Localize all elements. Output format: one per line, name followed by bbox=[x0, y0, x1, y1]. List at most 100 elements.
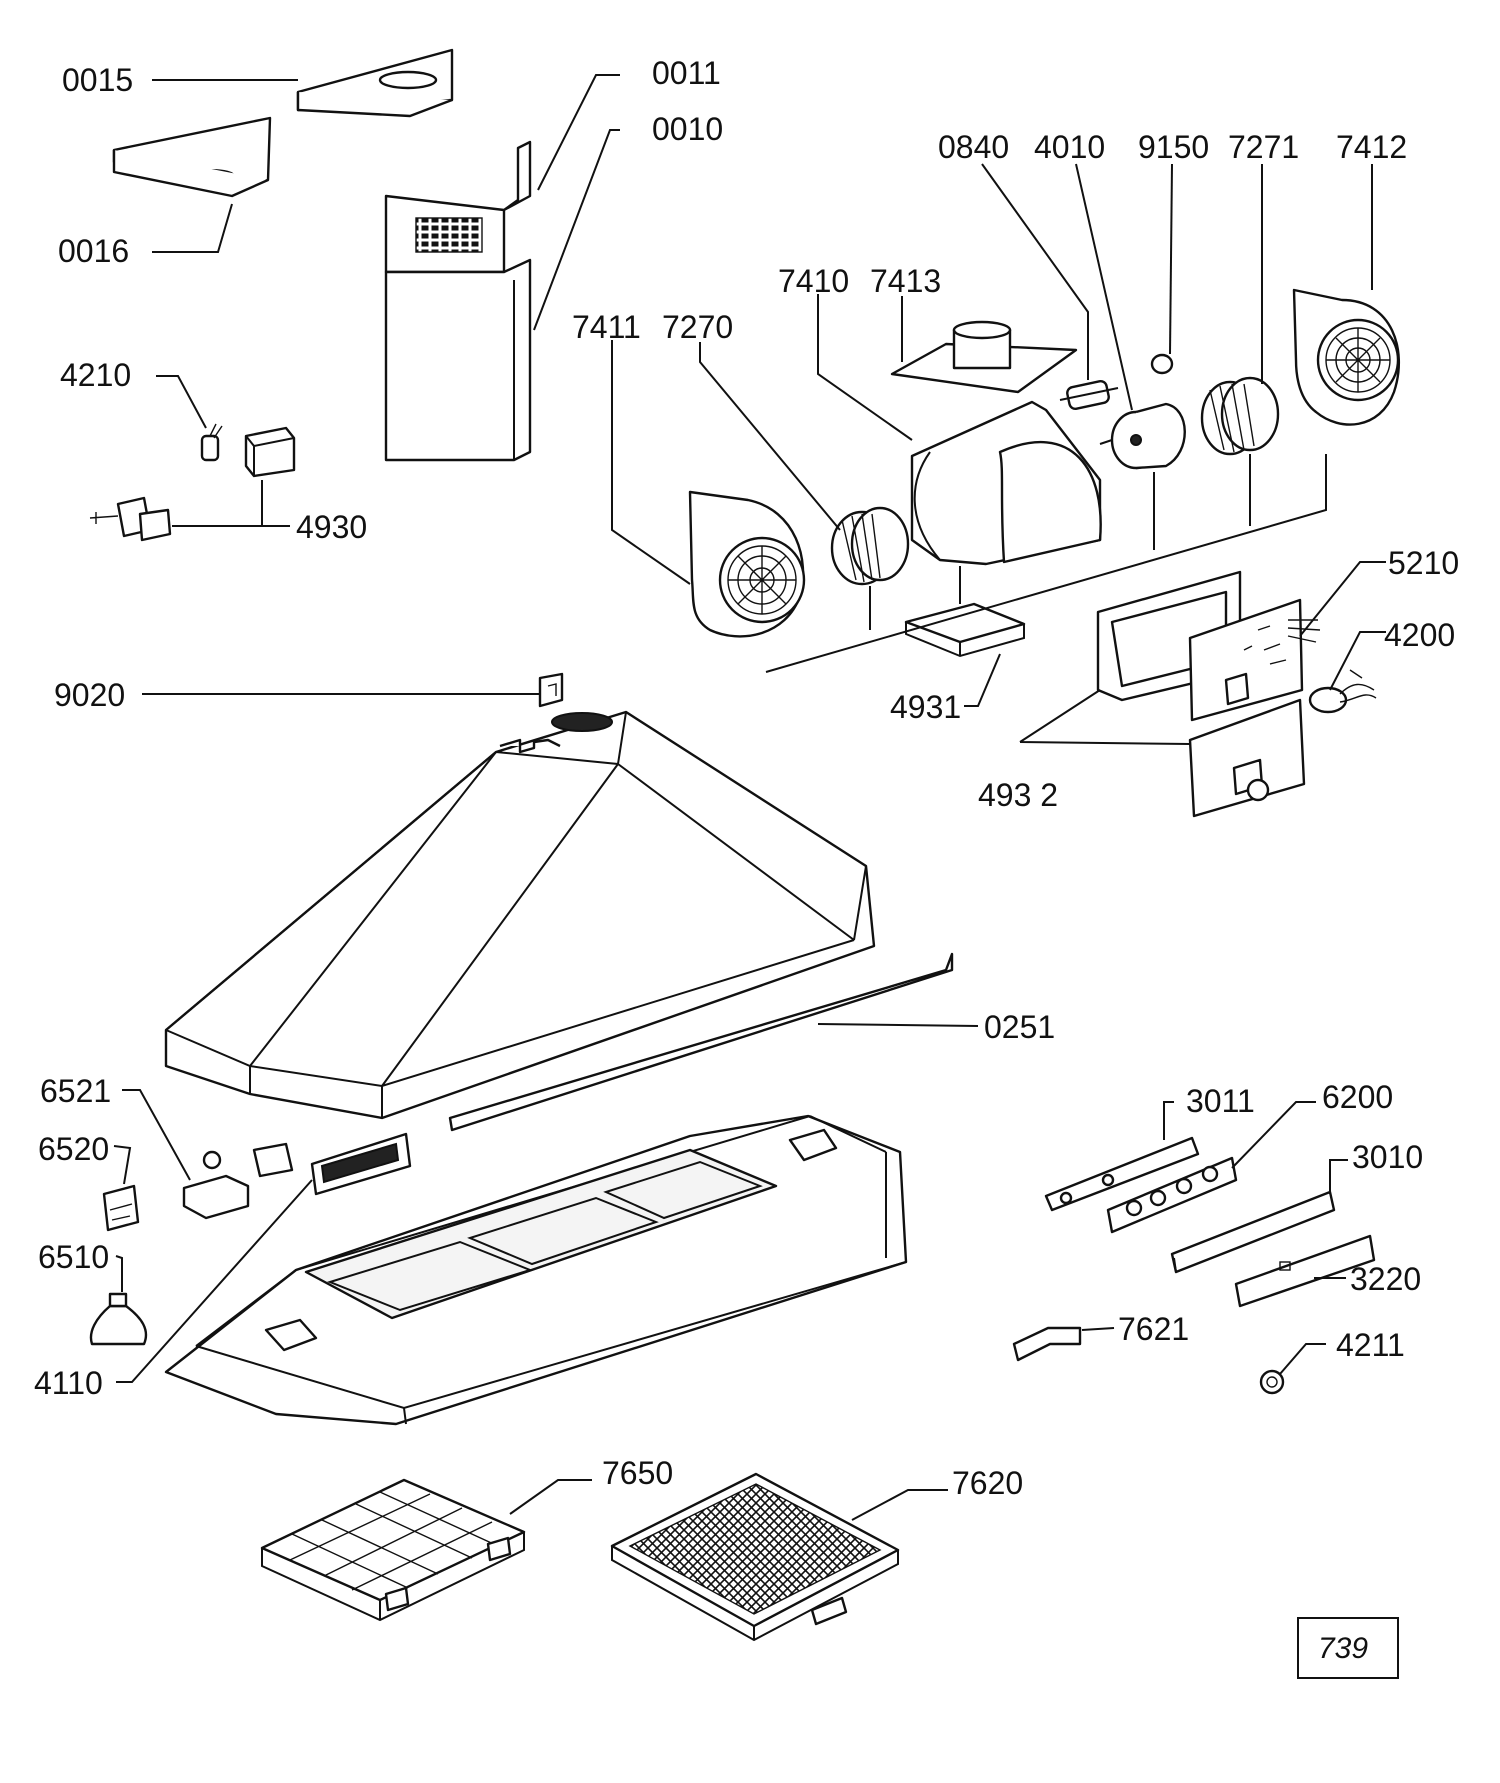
label-0840: 0840 bbox=[938, 129, 1009, 165]
label-4200: 4200 bbox=[1384, 617, 1455, 653]
deflector-0015 bbox=[296, 48, 454, 118]
label-6200: 6200 bbox=[1322, 1079, 1393, 1115]
leader-0251 bbox=[817, 1023, 979, 1027]
switch-housing-3010 bbox=[1170, 1190, 1336, 1274]
label-7650: 7650 bbox=[602, 1455, 673, 1491]
leader-0840 bbox=[981, 163, 1089, 380]
label-4110: 4110 bbox=[34, 1365, 103, 1401]
fan-scroll-7411 bbox=[688, 490, 806, 638]
label-4930: 4930 bbox=[296, 509, 367, 545]
leader-0010 bbox=[533, 129, 620, 331]
terminal-block-4110 bbox=[310, 1132, 412, 1196]
label-7410: 7410 bbox=[778, 263, 849, 299]
leader-7621 bbox=[1081, 1327, 1115, 1331]
label-9150: 9150 bbox=[1138, 129, 1209, 165]
leader-3010 bbox=[1329, 1159, 1348, 1194]
leader-4932 bbox=[1019, 689, 1191, 745]
label-7411: 7411 bbox=[572, 309, 641, 345]
label-4932: 493 2 bbox=[978, 777, 1058, 813]
chimney-upper-0011 bbox=[384, 140, 532, 274]
leader-4211 bbox=[1279, 1343, 1326, 1375]
label-7270: 7270 bbox=[662, 309, 733, 345]
switch-strip-3011 bbox=[1044, 1136, 1200, 1212]
motor-housing-7410 bbox=[910, 400, 1102, 566]
leader-7620 bbox=[851, 1489, 948, 1521]
leader-0011 bbox=[537, 74, 620, 191]
leader-0016 bbox=[152, 203, 233, 253]
leader-7650 bbox=[509, 1479, 592, 1515]
label-5210: 5210 bbox=[1388, 545, 1459, 581]
capacitor-4210 bbox=[200, 423, 223, 462]
filter-housing-base bbox=[164, 1114, 908, 1426]
label-4931: 4931 bbox=[890, 689, 961, 725]
label-0251: 0251 bbox=[984, 1009, 1055, 1045]
leader-7411 bbox=[611, 340, 691, 585]
label-7271: 7271 bbox=[1228, 129, 1299, 165]
label-7412: 7412 bbox=[1336, 129, 1407, 165]
cover-4932 bbox=[1188, 698, 1306, 818]
clip-7621 bbox=[1012, 1326, 1082, 1362]
label-0016: 0016 bbox=[58, 233, 129, 269]
label-6510: 6510 bbox=[38, 1239, 109, 1275]
control-board-5210 bbox=[1188, 598, 1321, 722]
label-6520: 6520 bbox=[38, 1131, 109, 1167]
control-panel-6200 bbox=[1106, 1156, 1238, 1234]
motor-4010 bbox=[1099, 402, 1186, 470]
label-9020: 9020 bbox=[54, 677, 125, 713]
nut-9150 bbox=[1150, 353, 1174, 375]
lamp-6510 bbox=[89, 1292, 148, 1346]
label-7413: 7413 bbox=[870, 263, 941, 299]
fan-scroll-7412 bbox=[1292, 288, 1401, 426]
label-6521: 6521 bbox=[40, 1073, 111, 1109]
fan-wheel-7270 bbox=[830, 506, 910, 586]
label-4010: 4010 bbox=[1034, 129, 1105, 165]
leader-4931 bbox=[964, 653, 1001, 707]
leader-6520 bbox=[113, 1145, 132, 1185]
label-3220: 3220 bbox=[1350, 1261, 1421, 1297]
deflector-0016 bbox=[112, 116, 272, 198]
front-panel-3220 bbox=[1234, 1234, 1376, 1308]
leader-7270 bbox=[699, 342, 841, 531]
label-0015: 0015 bbox=[62, 62, 133, 98]
motor-bracket-line bbox=[765, 454, 1327, 673]
leader-3011 bbox=[1163, 1101, 1174, 1140]
label-3010: 3010 bbox=[1352, 1139, 1423, 1175]
leader-5210 bbox=[1299, 561, 1386, 637]
tray-4931 bbox=[904, 602, 1026, 658]
label-0010: 0010 bbox=[652, 111, 723, 147]
page-number-box bbox=[1297, 1617, 1399, 1679]
label-0011: 0011 bbox=[652, 55, 721, 91]
leader-4200 bbox=[1329, 631, 1386, 691]
chimney-lower-0010 bbox=[384, 258, 532, 462]
relay-box-4930 bbox=[244, 426, 296, 478]
carbon-filter-7650 bbox=[260, 1478, 526, 1622]
label-7621: 7621 bbox=[1118, 1311, 1189, 1347]
leader-4010 bbox=[1075, 163, 1133, 411]
rail-0251 bbox=[448, 952, 954, 1132]
label-7620: 7620 bbox=[952, 1465, 1023, 1501]
spacer-0840 bbox=[1059, 379, 1119, 411]
bracket-9020 bbox=[538, 672, 564, 708]
label-4211: 4211 bbox=[1336, 1327, 1405, 1363]
knob-4211 bbox=[1259, 1369, 1285, 1395]
page-number: 739 bbox=[1318, 1632, 1368, 1665]
switch-block-4930 bbox=[89, 496, 172, 542]
lamp-holder-6521 bbox=[182, 1142, 294, 1220]
grease-filter-7620 bbox=[610, 1472, 900, 1642]
plate-7413 bbox=[890, 320, 1078, 394]
leader-9150 bbox=[1169, 163, 1173, 355]
lamp-socket-6520 bbox=[102, 1184, 140, 1232]
hood-canopy bbox=[164, 710, 876, 1120]
connector-4200 bbox=[1308, 669, 1377, 714]
leader-6510 bbox=[115, 1255, 123, 1292]
label-3011: 3011 bbox=[1186, 1083, 1255, 1119]
leader-4210 bbox=[156, 375, 207, 429]
leader-6200 bbox=[1231, 1101, 1316, 1169]
fan-wheel-7271 bbox=[1200, 376, 1280, 456]
label-4210: 4210 bbox=[60, 357, 131, 393]
leader-4110 bbox=[116, 1179, 313, 1383]
leader-6521 bbox=[122, 1089, 191, 1181]
leader-7410 bbox=[817, 294, 913, 441]
leader-4930 bbox=[172, 480, 290, 527]
